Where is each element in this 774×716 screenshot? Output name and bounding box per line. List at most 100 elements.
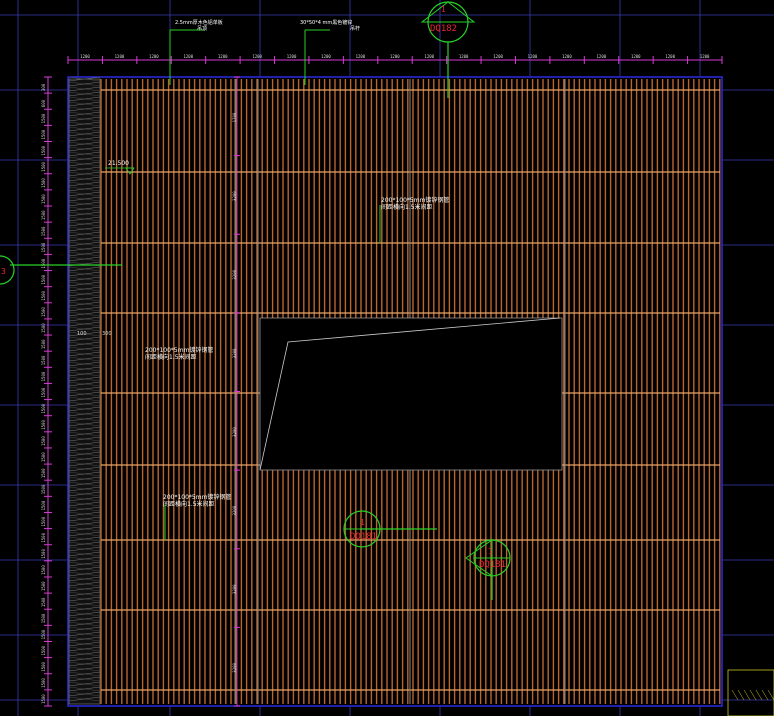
note-3: 200*100*5mm镀锌钢管 间距横向1.5米间距	[163, 494, 231, 508]
hatch-line	[68, 96, 101, 102]
hatch-line	[68, 451, 101, 457]
hatch-line	[68, 111, 101, 117]
hatch-line	[68, 461, 101, 467]
hatch-line	[68, 171, 101, 177]
dim-left-label: 300	[41, 83, 46, 91]
hatch-line	[68, 276, 101, 282]
hatch-line	[68, 641, 101, 647]
hatch-line	[68, 496, 101, 502]
dim-left-label: 1500	[41, 178, 46, 188]
note-1: 200*100*5mm镀锌钢管 间距横向1.5米间距	[381, 197, 449, 211]
dim-left-label: 1500	[41, 323, 46, 333]
hatch-line	[68, 91, 101, 97]
hatch-line	[68, 216, 101, 222]
hatch-line	[68, 501, 101, 507]
hatch-line	[68, 311, 101, 317]
dim-left-label: 1500	[41, 532, 46, 542]
hatch-line	[68, 231, 101, 237]
dim-left-label: 1500	[41, 613, 46, 623]
hatch-line	[68, 606, 101, 612]
hatch-line	[68, 221, 101, 227]
corner-hatch	[749, 689, 757, 701]
hatch-line	[68, 591, 101, 597]
marker-dq181b-number: 1	[488, 547, 493, 556]
hatch-line	[68, 361, 101, 367]
hatch-line	[68, 301, 101, 307]
hatch-line	[68, 376, 101, 382]
dim-left-label: 1500	[41, 113, 46, 123]
dim-inner-label: 3200	[232, 348, 237, 358]
hatch-line	[68, 391, 101, 397]
corner-hatch	[767, 689, 774, 701]
hatch-line	[68, 541, 101, 547]
marker-dq181a-code[interactable]: DQ181	[350, 532, 378, 542]
hatch-line	[68, 666, 101, 672]
note-2: 200*100*5mm镀锌钢管 间距横向1.5米间距	[145, 347, 213, 361]
hatch-line	[68, 371, 101, 377]
dim-left-label: 1500	[41, 678, 46, 688]
hatch-line	[68, 676, 101, 682]
hatch-line	[68, 341, 101, 347]
dim-left-label: 1500	[41, 565, 46, 575]
dim-inner-label: 1700	[232, 112, 237, 122]
dim-left-label: 1500	[41, 242, 46, 252]
dim-left-label: 1500	[41, 629, 46, 639]
note-3-line1: 200*100*5mm镀锌钢管	[163, 494, 232, 501]
dim-inner-label: 3200	[232, 191, 237, 201]
hatch-line	[68, 601, 101, 607]
marker-dq181b-code[interactable]: DQ181	[479, 560, 507, 570]
dim-top-label: 1200	[631, 54, 641, 59]
hatch-line	[68, 686, 101, 692]
hatch-line	[68, 581, 101, 587]
hatch-line	[68, 441, 101, 447]
dim-top-label: 1200	[390, 54, 400, 59]
side-marker-number: 3	[1, 267, 6, 276]
hatch-line	[68, 651, 101, 657]
hatch-line	[68, 681, 101, 687]
hatch-line	[68, 156, 101, 162]
hatch-line	[68, 636, 101, 642]
hatch-line	[68, 551, 101, 557]
dim-left-label: 1500	[41, 226, 46, 236]
dim-left-label: 1500	[41, 339, 46, 349]
hatch-line	[68, 696, 101, 702]
hatch-line	[68, 411, 101, 417]
note-2-line1: 200*100*5mm镀锌钢管	[145, 347, 214, 354]
dim-left-label: 1500	[41, 403, 46, 413]
hatch-line	[68, 406, 101, 412]
hatch-line	[68, 481, 101, 487]
dim-top-label: 1200	[80, 54, 90, 59]
hatch-line	[68, 296, 101, 302]
top-callout-2-line1: 30*50*4 mm黑色镀锌	[300, 20, 353, 26]
hatch-line	[68, 346, 101, 352]
dim-top-label: 1200	[597, 54, 607, 59]
corner-hatch	[743, 689, 751, 701]
hatch-line	[68, 381, 101, 387]
hatch-line	[68, 161, 101, 167]
dim-left-label: 1500	[41, 258, 46, 268]
hatch-line	[68, 586, 101, 592]
hatch-line	[68, 521, 101, 527]
top-callout-2-line2: 吊杆	[350, 26, 361, 32]
hatch-line	[68, 671, 101, 677]
dim-left-label: 1500	[41, 129, 46, 139]
hatch-line	[68, 136, 101, 142]
hatch-line	[68, 476, 101, 482]
dim-small-label: 300	[102, 331, 112, 337]
note-3-line2: 间距横向1.5米间距	[163, 501, 215, 508]
marker-dq182-code[interactable]: DQ182	[430, 24, 458, 34]
hatch-line	[68, 86, 101, 92]
hatch-line	[68, 126, 101, 132]
dim-left-label: 1500	[41, 452, 46, 462]
hatch-line	[68, 471, 101, 477]
dim-left-label: 1500	[41, 661, 46, 671]
hatch-line	[68, 566, 101, 572]
dim-top-label: 1200	[252, 54, 262, 59]
hatch-line	[68, 121, 101, 127]
dim-left-label: 1500	[41, 468, 46, 478]
dim-top-label: 1200	[287, 54, 297, 59]
hatch-line	[68, 526, 101, 532]
hatch-line	[68, 656, 101, 662]
dim-top-label: 1200	[356, 54, 366, 59]
